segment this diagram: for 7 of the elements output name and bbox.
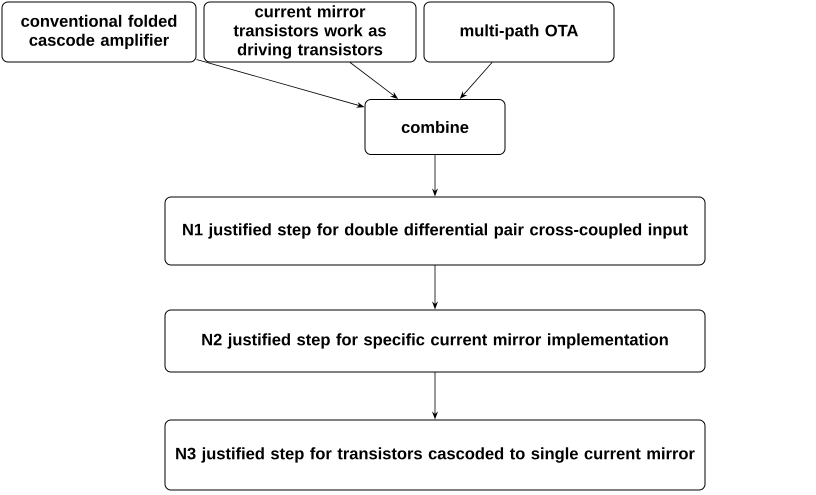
process-box: multi-path OTA bbox=[424, 2, 614, 62]
process-box: N2 justified step for specific current mirror implementation bbox=[164, 310, 706, 372]
process-box: N1 justified step for double differential pair cross-coupled input bbox=[164, 196, 706, 266]
process-box: combine bbox=[364, 99, 506, 155]
process-box: N3 justified step for transistors cascoded to single current mirror bbox=[164, 420, 706, 490]
process-box: current mirror transistors work as driving transistors bbox=[204, 2, 416, 62]
process-box: conventional folded cascode amplifier bbox=[2, 2, 196, 62]
